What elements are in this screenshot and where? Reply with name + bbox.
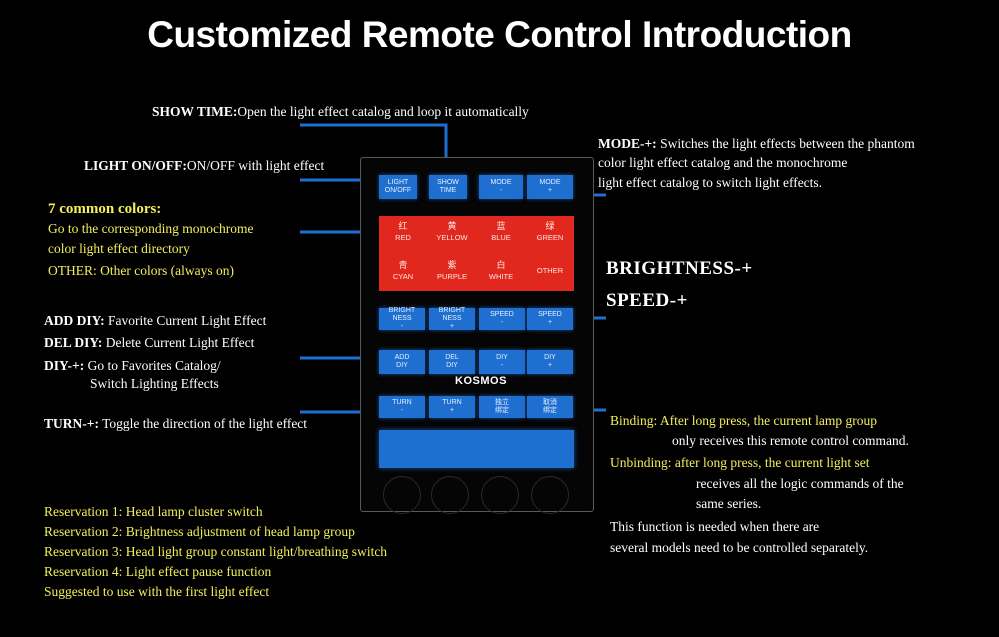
- annotation-binding-note-2: several models need to be controlled sep…: [610, 540, 869, 555]
- annotation-colors-line1: Go to the corresponding monochrome: [48, 221, 254, 236]
- mode-plus-button[interactable]: MODE+: [527, 175, 573, 199]
- annotation-diy-line2: Switch Lighting Effects: [90, 376, 219, 391]
- annotation-unbinding-1: Unbinding: after long press, the current…: [610, 455, 870, 470]
- reserved-circle-4: [531, 476, 569, 514]
- turn-plus-button[interactable]: TURN+: [429, 396, 475, 418]
- annotation-binding-2: only receives this remote control comman…: [672, 433, 909, 448]
- annotation-brightness: BRIGHTNESS-+: [606, 258, 753, 279]
- turn-minus-button[interactable]: TURN-: [379, 396, 425, 418]
- speed-minus-button[interactable]: SPEED-: [479, 308, 525, 330]
- annotation-mode-line2: color light effect catalog and the monoc…: [598, 155, 848, 170]
- color-other-button[interactable]: OTHER: [536, 266, 564, 275]
- annotation-add-diy: ADD DIY: Favorite Current Light Effect: [44, 313, 267, 328]
- unbinding-button[interactable]: 取消绑定: [527, 396, 573, 418]
- diy-plus-button[interactable]: DIY+: [527, 350, 573, 374]
- reservation-2: Reservation 2: Brightness adjustment of …: [44, 524, 355, 539]
- annotation-turn: TURN-+: Toggle the direction of the ligh…: [44, 416, 308, 431]
- annotation-unbinding-2: receives all the logic commands of the: [696, 476, 904, 491]
- reservation-3: Reservation 3: Head light group constant…: [44, 544, 388, 559]
- reserved-circle-1: [383, 476, 421, 514]
- annotation-mode: MODE-+: Switches the light effects betwe…: [598, 136, 915, 151]
- reservation-1: Reservation 1: Head lamp cluster switch: [44, 504, 263, 519]
- mode-minus-button[interactable]: MODE-: [479, 175, 523, 199]
- annotation-light-onoff: LIGHT ON/OFF:ON/OFF with light effect: [84, 158, 325, 173]
- annotation-unbinding-3: same series.: [696, 496, 762, 511]
- annotation-binding-note-1: This function is needed when there are: [610, 519, 820, 534]
- reservation-4: Reservation 4: Light effect pause functi…: [44, 564, 272, 579]
- reserved-circle-3: [481, 476, 519, 514]
- annotation-mode-line3: light effect catalog to switch light eff…: [598, 175, 823, 190]
- annotation-colors-other: OTHER: Other colors (always on): [48, 263, 234, 278]
- annotation-diy: DIY-+: Go to Favorites Catalog/: [44, 358, 221, 373]
- diy-minus-button[interactable]: DIY-: [479, 350, 525, 374]
- annotation-speed: SPEED-+: [606, 290, 688, 311]
- annotation-del-diy: DEL DIY: Delete Current Light Effect: [44, 335, 255, 350]
- annotation-colors-heading: 7 common colors:: [48, 201, 162, 217]
- speed-plus-button[interactable]: SPEED+: [527, 308, 573, 330]
- annotation-binding-1: Binding: After long press, the current l…: [610, 413, 877, 428]
- reservation-button-panel[interactable]: [379, 430, 574, 468]
- annotation-colors-line2: color light effect directory: [48, 241, 190, 256]
- page-title: Customized Remote Control Introduction: [147, 14, 852, 55]
- binding-button[interactable]: 独立绑定: [479, 396, 525, 418]
- reserved-circle-2: [431, 476, 469, 514]
- brand-logo: KOSMOS: [455, 375, 507, 387]
- annotation-show-time: SHOW TIME:Open the light effect catalog …: [152, 104, 529, 119]
- reservation-note: Suggested to use with the first light ef…: [44, 584, 270, 599]
